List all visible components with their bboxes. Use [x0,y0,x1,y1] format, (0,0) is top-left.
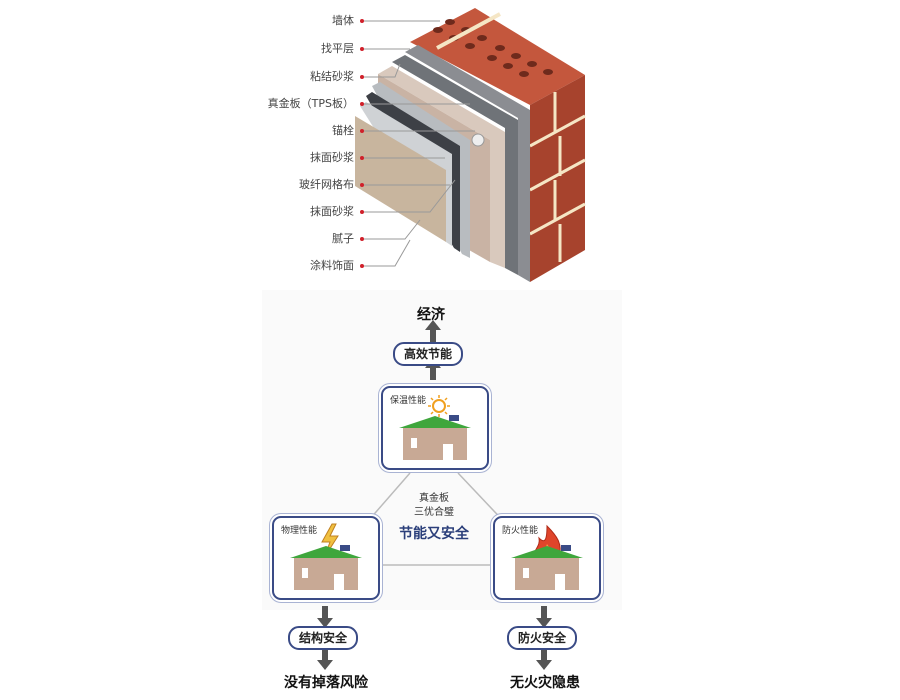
wall-layer-diagram: 墙体 找平层 粘结砂浆 真金板（TPS板） 锚栓 抹面砂浆 玻纤网格布 抹面砂浆… [0,0,900,290]
brick-right-face [530,75,585,282]
result-no-fire-hazard: 无火灾隐患 [510,675,580,691]
result-economy: 经济 [417,307,445,323]
bonding-mortar-layer [392,55,518,275]
card-label-physical: 物理性能 [281,526,318,536]
card-fireproof: 防火性能 [493,516,601,600]
wall-cross-section-illustration [355,8,586,282]
layer-label-finish: 涂料饰面 [310,259,354,272]
center-main-slogan: 节能又安全 [399,526,469,542]
leveling-layer [405,45,530,282]
layer-label-leveling: 找平层 [321,42,354,55]
pill-energy-saving: 高效节能 [393,342,464,366]
layer-label-tps-board: 真金板（TPS板） [267,97,354,110]
finish-coat-layer [355,116,446,242]
layer-label-putty: 腻子 [332,232,354,245]
label-dots [360,19,364,268]
card-label-fireproof: 防火性能 [502,526,539,536]
brick-top-joint [436,12,501,50]
anchor-bolt [471,133,485,147]
layer-label-mesh: 玻纤网格布 [299,178,354,191]
card-insulation: 保温性能 [381,386,489,470]
center-line-2: 三优合璧 [414,507,454,518]
layer-label-anchor: 锚栓 [332,124,354,137]
pill-fire-safety: 防火安全 [507,626,578,650]
layer-label-wall: 墙体 [332,14,354,27]
layer-label-bonding-mortar: 粘结砂浆 [310,70,354,83]
layer-label-plaster-2: 抹面砂浆 [310,205,354,218]
insulation-board-layer [378,66,505,268]
leader-lines [362,20,475,267]
result-no-falling-risk: 没有掉落风险 [284,675,368,691]
house-fire-icon [511,524,583,590]
card-physical: 物理性能 [272,516,380,600]
house-lightning-icon [290,523,362,590]
card-label-insulation: 保温性能 [390,396,427,406]
layer-label-plaster-1: 抹面砂浆 [310,151,354,164]
center-line-1: 真金板 [419,493,449,504]
pill-structural-safety: 结构安全 [288,626,359,650]
mortar-joints [529,92,586,262]
house-sun-icon [399,395,471,460]
concept-diagram: 经济 高效节能 保温性能 真金板 三优合璧 节能又安全 物理性能 [0,290,900,700]
brick-top-face [410,8,585,105]
